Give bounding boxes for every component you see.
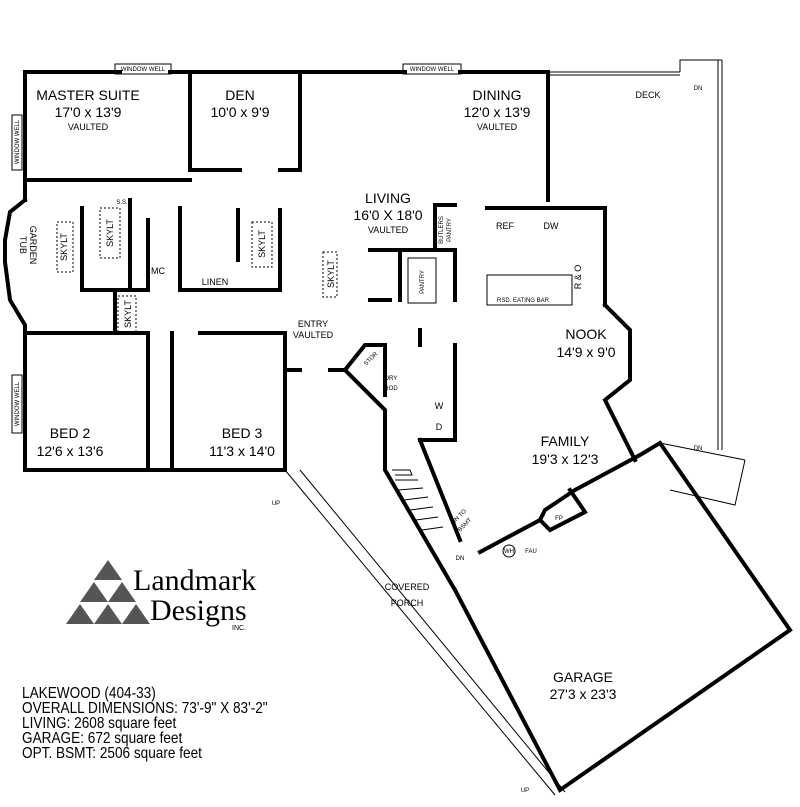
svg-text:PANTRY: PANTRY (420, 270, 426, 294)
svg-text:Designs: Designs (150, 594, 247, 627)
svg-text:LIVING: LIVING (365, 190, 411, 206)
svg-text:GARDEN: GARDEN (28, 226, 38, 265)
svg-text:DINING: DINING (473, 87, 522, 103)
svg-text:GARAGE: GARAGE (553, 669, 613, 685)
svg-text:DEN: DEN (225, 87, 255, 103)
room-entry: ENTRY VAULTED (293, 319, 334, 340)
svg-text:19'3 x 12'3: 19'3 x 12'3 (532, 451, 599, 467)
svg-text:RSD. EATING BAR: RSD. EATING BAR (497, 298, 550, 304)
svg-text:S.S.: S.S. (116, 200, 128, 206)
svg-text:VAULTED: VAULTED (293, 330, 334, 340)
svg-text:17'0 x 13'9: 17'0 x 13'9 (55, 104, 122, 120)
room-bed-3: BED 3 11'3 x 14'0 (209, 425, 275, 459)
svg-text:BED 3: BED 3 (222, 425, 263, 441)
garage-area: GARAGE: 672 square feet (22, 730, 183, 747)
svg-text:SKYLT: SKYLT (257, 230, 267, 258)
room-garage: GARAGE 27'3 x 23'3 (550, 669, 617, 702)
walls (3, 59, 793, 796)
svg-text:VAULTED: VAULTED (368, 225, 409, 235)
svg-text:12'6 x 13'6: 12'6 x 13'6 (37, 443, 104, 459)
svg-text:LINEN: LINEN (202, 277, 229, 287)
svg-text:FP: FP (555, 516, 563, 522)
room-family: FAMILY 19'3 x 12'3 (532, 433, 599, 467)
plan-info: LAKEWOOD (404-33) OVERALL DIMENSIONS: 73… (22, 685, 268, 762)
room-den: DEN 10'0 x 9'9 (210, 87, 269, 120)
eating-bar (486, 274, 573, 306)
svg-text:MASTER SUITE: MASTER SUITE (36, 87, 139, 103)
svg-text:DRY: DRY (385, 376, 398, 382)
svg-text:UP: UP (521, 788, 529, 794)
covered-porch: COVERED PORCH (385, 582, 430, 608)
stairs (392, 469, 444, 531)
svg-text:SKYLT: SKYLT (105, 219, 115, 247)
skylight-icon (117, 295, 137, 333)
svg-text:DN: DN (694, 446, 703, 452)
svg-text:SKYLT: SKYLT (123, 300, 133, 328)
svg-text:SKYLT: SKYLT (59, 233, 69, 261)
svg-text:Landmark: Landmark (133, 564, 256, 597)
living-area: LIVING: 2608 square feet (22, 715, 177, 732)
svg-text:WINDOW WELL: WINDOW WELL (410, 67, 455, 73)
svg-text:DW: DW (544, 221, 559, 231)
svg-text:WINDOW WELL: WINDOW WELL (15, 381, 21, 426)
svg-text:STOR: STOR (363, 351, 379, 367)
svg-text:ROD: ROD (384, 386, 398, 392)
svg-text:WINDOW WELL: WINDOW WELL (15, 119, 21, 164)
svg-text:VAULTED: VAULTED (477, 122, 518, 132)
svg-text:INC.: INC. (232, 625, 246, 632)
overall-dimensions: OVERALL DIMENSIONS: 73'-9" X 83'-2" (22, 700, 268, 717)
svg-text:11'3 x 14'0: 11'3 x 14'0 (209, 443, 275, 459)
svg-text:PORCH: PORCH (391, 598, 424, 608)
svg-text:WH: WH (504, 549, 514, 555)
window-wells: WINDOW WELL WINDOW WELL WINDOW WELL WIND… (11, 63, 462, 434)
svg-text:12'0 x 13'9: 12'0 x 13'9 (464, 104, 531, 120)
svg-text:PANTRY: PANTRY (447, 218, 453, 242)
svg-text:ENTRY: ENTRY (298, 319, 328, 329)
skylight-icon (251, 221, 273, 268)
room-nook: NOOK 14'9 x 9'0 (556, 326, 615, 360)
room-deck: DECK (635, 90, 660, 100)
basement-area: OPT. BSMT: 2506 square feet (22, 745, 202, 762)
skylight-icon (99, 207, 121, 259)
svg-text:WINDOW WELL: WINDOW WELL (121, 67, 166, 73)
pantry-shelf (407, 257, 437, 304)
svg-text:VAULTED: VAULTED (68, 122, 109, 132)
svg-text:COVERED: COVERED (385, 582, 430, 592)
landmark-designs-logo: Landmark Designs INC. (66, 560, 256, 632)
plan-name: LAKEWOOD (404-33) (22, 685, 156, 702)
svg-text:DN: DN (694, 86, 703, 92)
skylight-icon (322, 251, 338, 298)
svg-text:R & O: R & O (573, 265, 583, 290)
fixture-labels: GARDEN TUB SKYLT SKYLT SKYLT SKYLT SKYLT… (18, 86, 702, 794)
svg-text:MC: MC (151, 266, 165, 276)
svg-text:16'0 X 18'0: 16'0 X 18'0 (353, 207, 422, 223)
svg-text:10'0 x 9'9: 10'0 x 9'9 (210, 104, 269, 120)
svg-text:DN: DN (456, 556, 465, 562)
svg-text:27'3 x 23'3: 27'3 x 23'3 (550, 686, 617, 702)
svg-text:BED 2: BED 2 (50, 425, 91, 441)
svg-text:TUB: TUB (18, 236, 28, 254)
svg-text:14'9 x 9'0: 14'9 x 9'0 (556, 344, 615, 360)
svg-text:UP: UP (272, 501, 280, 507)
room-master-suite: MASTER SUITE 17'0 x 13'9 VAULTED (36, 87, 139, 132)
room-living: LIVING 16'0 X 18'0 VAULTED (353, 190, 422, 235)
room-bed-2: BED 2 12'6 x 13'6 (37, 425, 104, 459)
svg-text:FAU: FAU (525, 549, 537, 555)
svg-text:FAMILY: FAMILY (541, 433, 590, 449)
svg-text:W: W (435, 401, 444, 411)
svg-text:SKYLT: SKYLT (326, 260, 336, 288)
room-dining: DINING 12'0 x 13'9 VAULTED (464, 87, 531, 132)
svg-text:REF: REF (496, 221, 515, 231)
svg-text:D: D (436, 422, 443, 432)
skylight-icon (56, 221, 74, 273)
svg-text:NOOK: NOOK (565, 326, 607, 342)
svg-text:BUTLERS: BUTLERS (439, 216, 445, 244)
